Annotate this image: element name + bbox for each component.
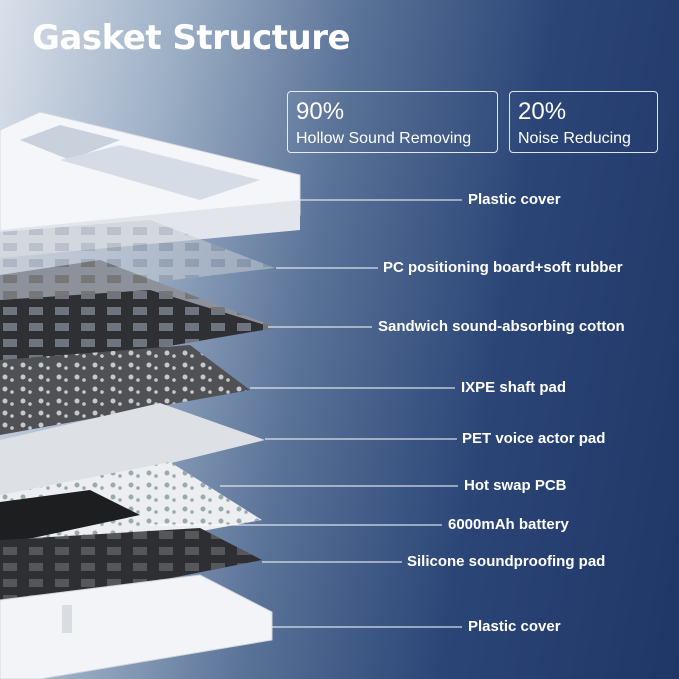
- leader-lines: [150, 199, 462, 628]
- stat-label: Hollow Sound Removing: [296, 130, 472, 147]
- stat-noise-reducing: 20% Noise Reducing: [509, 91, 658, 153]
- label-silicone-pad: Silicone soundproofing pad: [407, 553, 606, 570]
- label-sandwich-cotton: Sandwich sound-absorbing cotton: [378, 318, 625, 335]
- page-title: Gasket Structure: [32, 18, 351, 58]
- label-ixpe-shaft-pad: IXPE shaft pad: [461, 379, 567, 396]
- stat-value: 20%: [518, 98, 567, 125]
- ixpe-shaft-pad: [0, 345, 250, 435]
- label-pc-positioning-board: PC positioning board+soft rubber: [383, 259, 623, 276]
- label-pet-pad: PET voice actor pad: [462, 430, 606, 447]
- sandwich-cotton: [0, 260, 275, 375]
- battery: [0, 490, 140, 545]
- stat-value: 90%: [296, 98, 345, 125]
- stat-label: Noise Reducing: [518, 130, 631, 147]
- bottom-plastic-cover: [0, 574, 273, 679]
- label-hot-swap-pcb: Hot swap PCB: [464, 477, 567, 494]
- pet-pad: [0, 403, 265, 505]
- label-battery: 6000mAh battery: [448, 516, 569, 533]
- stat-hollow-sound: 90% Hollow Sound Removing: [287, 91, 498, 153]
- silicone-pad: [0, 528, 262, 612]
- label-plastic-cover-top: Plastic cover: [468, 191, 561, 208]
- label-plastic-cover-bottom: Plastic cover: [468, 618, 561, 635]
